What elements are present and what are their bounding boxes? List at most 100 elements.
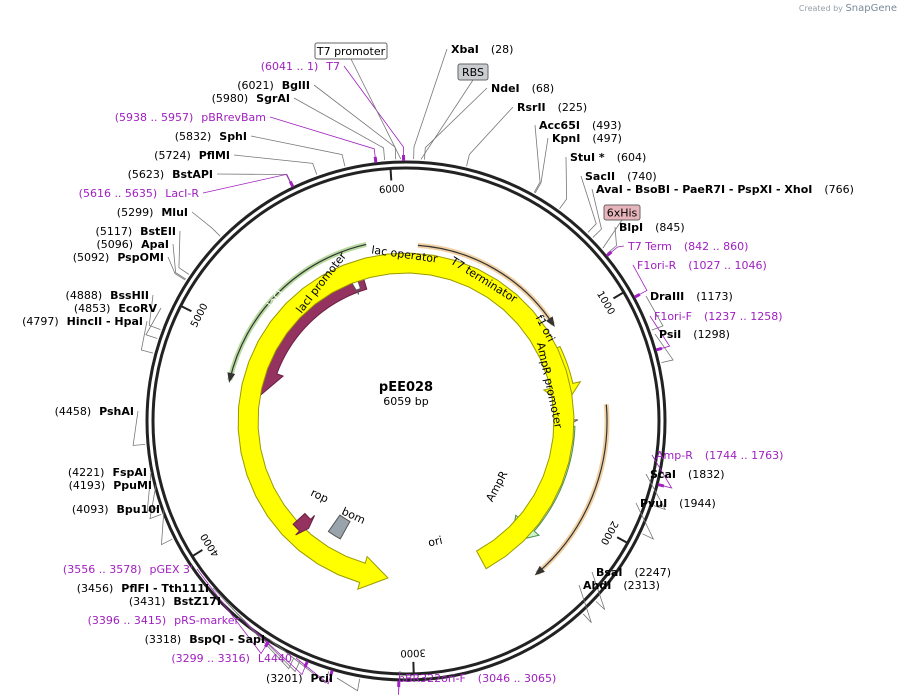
draiii-site-position: (1173) xyxy=(696,290,733,303)
pcii-site-position: (3201) xyxy=(266,672,303,685)
tick-label-3000: 3000 xyxy=(400,647,426,659)
stui-site-leader xyxy=(559,156,568,209)
bsai-site-name: BsaI xyxy=(596,566,622,579)
stui-site-position: (604) xyxy=(617,151,647,164)
orf-arrowhead-0 xyxy=(545,316,555,327)
tick-mark-6000 xyxy=(389,168,393,181)
prs-marker-primer-leader xyxy=(242,619,307,676)
6xhis-box-label: 6xHis xyxy=(607,207,638,220)
ndei-site-position: (68) xyxy=(532,82,555,95)
rsrii-site-label: RsrII(225) xyxy=(517,101,587,114)
bsteii-site-leader xyxy=(178,230,190,275)
sacii-site-position: (740) xyxy=(627,170,657,183)
rop-feature-shape xyxy=(292,512,316,536)
bsshii-site-leader xyxy=(148,294,161,330)
pspomi-site-leader xyxy=(167,256,186,281)
prs-marker-primer-label: (3396 .. 3415)pRS-marker xyxy=(88,614,240,627)
bsai-site-label: BsaI (2247) xyxy=(596,566,671,579)
t7-primer-name: T7 xyxy=(325,60,340,73)
rsrii-site-leader xyxy=(466,106,514,167)
tick-label-5000: 5000 xyxy=(189,302,210,330)
bsai-site-leader xyxy=(591,571,606,610)
pbr322ori-f-primer-position: (3046 .. 3065) xyxy=(478,672,557,685)
xbai-site-position: (28) xyxy=(491,43,514,56)
bom-feature-shape xyxy=(327,514,351,540)
avai-bsobi-paer7i-pspxi-xhoi-site-leader xyxy=(591,188,602,238)
t7-primer-label: (6041 .. 1)T7 xyxy=(261,60,340,73)
ahdi-site-label: AhdI(2313) xyxy=(583,579,660,592)
tick-mark-1000 xyxy=(612,291,625,300)
pgex-3-primer-name: pGEX 3' xyxy=(149,563,193,576)
rbs-box-frame xyxy=(457,63,489,81)
f1ori-f-primer-name: F1ori-F xyxy=(654,310,692,323)
blpi-site-leader xyxy=(607,226,617,254)
f1ori-r-primer-label: F1ori-R(1027 .. 1046) xyxy=(637,259,767,272)
bsshii-site-label: (4888)BssHII xyxy=(66,289,149,302)
pbrrevbam-primer-label: (5938 .. 5957) pBRrevBam xyxy=(115,111,266,124)
tick-label-6000: 6000 xyxy=(379,184,405,197)
bpu10i-site-position: (4093) xyxy=(72,503,109,516)
t7-promoter-box-frame xyxy=(314,42,388,60)
label-layer: XbaI(28)NdeI(68)RsrII(225)Acc65I(493)Kpn… xyxy=(22,42,854,685)
sgrai-site-position: (5980) xyxy=(212,92,249,105)
rop-label: rop xyxy=(309,486,331,505)
psii-site-label: PsiI(1298) xyxy=(659,328,730,341)
pgex-3-primer-leader xyxy=(196,568,268,655)
pvui-site-name: PvuI xyxy=(640,497,667,510)
ahdi-site-name: AhdI xyxy=(583,579,611,592)
acc65i-site-leader xyxy=(533,124,541,193)
pbr322ori-f-primer-leader xyxy=(398,670,401,695)
kpni-site-name: KpnI xyxy=(552,132,580,145)
amp-r-primer-position: (1744 .. 1763) xyxy=(705,449,784,462)
blpi-site-name: BlpI xyxy=(619,221,643,234)
ndei-site-leader xyxy=(424,87,488,160)
f1ori-f-primer-label: F1ori-F(1237 .. 1258) xyxy=(654,310,783,323)
bglii-site-name: BglII xyxy=(282,79,310,92)
draiii-site-leader xyxy=(645,295,664,331)
stui-site-name: StuI * xyxy=(570,151,605,164)
laci-r-primer-label: (5616 .. 5635)LacI-R xyxy=(79,187,200,200)
pbrrevbam-primer-leader xyxy=(269,116,377,161)
credit-prefix: Created by xyxy=(798,4,843,13)
bstz17i-site-label: (3431)BstZ17I xyxy=(129,595,221,608)
ori-label: ori xyxy=(427,534,444,550)
t7-term-primer-position: (842 .. 860) xyxy=(684,240,749,253)
hincii-hpai-site-position: (4797) xyxy=(22,315,59,328)
ecorv-site-leader xyxy=(145,307,162,339)
bspqi-sapi-site-name: BspQI - SapI xyxy=(189,633,265,646)
amp-r-primer-name: Amp-R xyxy=(656,449,693,462)
sphi-site-label: (5832)SphI xyxy=(175,130,247,143)
bpu10i-site-name: Bpu10I xyxy=(117,503,161,516)
bstapi-site-label: (5623)BstAPI xyxy=(128,168,213,181)
psii-site-leader xyxy=(654,333,674,363)
amp-r-primer-label: Amp-R (1744 .. 1763) xyxy=(656,449,783,462)
l4440-primer-position: (3299 .. 3316) xyxy=(171,652,250,665)
mlui-site-leader xyxy=(191,211,221,237)
orf-arc-1 xyxy=(536,404,608,574)
t7-promoter-box-leader xyxy=(350,58,402,160)
apai-site-label: (5096)ApaI xyxy=(97,238,169,251)
xbai-site-leader xyxy=(413,48,448,160)
bpu10i-site-leader xyxy=(161,508,173,546)
draiii-site-label: DraIII(1173) xyxy=(650,290,733,303)
hincii-hpai-site-leader xyxy=(140,320,154,354)
ndei-site-label: NdeI(68) xyxy=(491,82,554,95)
plasmid-backbone xyxy=(145,160,667,682)
bsai-site-position: (2247) xyxy=(634,566,671,579)
laci-r-primer-name: LacI-R xyxy=(165,187,199,200)
pbrrevbam-primer-position: (5938 .. 5957) xyxy=(115,111,194,124)
xbai-site-label: XbaI(28) xyxy=(451,43,513,56)
scai-site-name: ScaI xyxy=(650,468,676,481)
prs-marker-primer-name: pRS-marker xyxy=(174,614,239,627)
pbrrevbam-primer-name: pBRrevBam xyxy=(201,111,266,124)
pspomi-site-position: (5092) xyxy=(73,251,110,264)
orf-layer xyxy=(227,242,610,576)
pvui-site-label: PvuI(1944) xyxy=(640,497,716,510)
fspai-site-name: FspAI xyxy=(112,466,147,479)
bstapi-site-position: (5623) xyxy=(128,168,165,181)
ppumi-site-name: PpuMI xyxy=(113,479,152,492)
hincii-hpai-site-name: HincII - HpaI xyxy=(67,315,143,328)
acc65i-site-position: (493) xyxy=(592,119,622,132)
fspai-site-leader xyxy=(146,471,159,512)
